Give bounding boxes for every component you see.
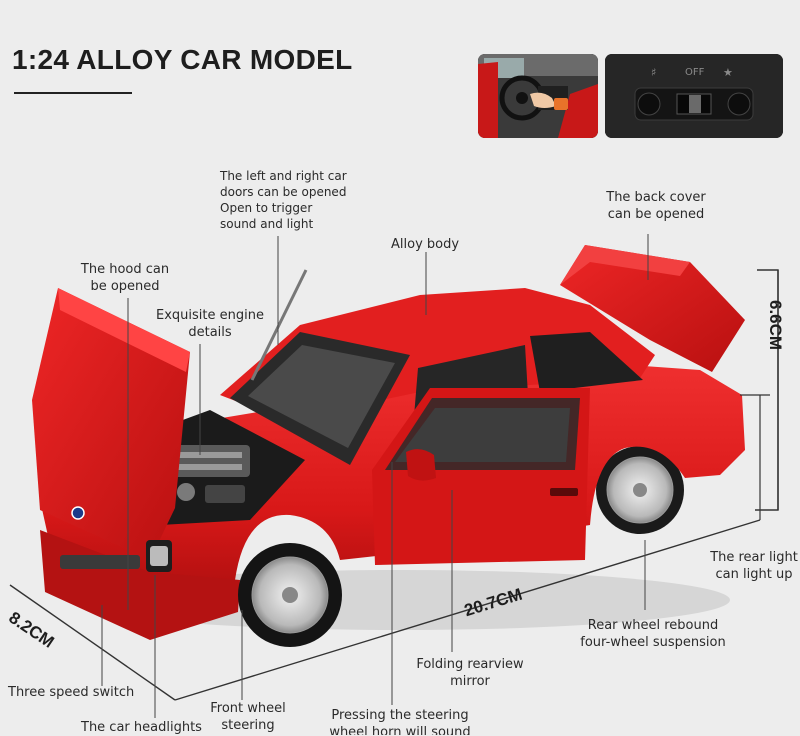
page-title: 1:24 ALLOY CAR MODEL (12, 44, 353, 75)
callout-suspension: Rear wheel rebound four-wheel suspension (580, 618, 726, 650)
svg-text:♯: ♯ (651, 66, 656, 79)
callout-steering-horn: Pressing the steering wheel horn will so… (329, 708, 471, 735)
callout-back-cover: The back cover can be opened (606, 190, 706, 222)
callout-rear-light: The rear light can light up (710, 550, 798, 582)
callout-front-wheel: Front wheel steering (210, 701, 286, 733)
switch-thumbnail: ♯ ★ OFF (605, 54, 783, 138)
callout-hood: The hood can be opened (80, 262, 170, 294)
callout-alloy-body: Alloy body (391, 237, 460, 252)
callout-mirror: Folding rearview mirror (416, 657, 524, 689)
switch-off-label: OFF (685, 67, 705, 78)
callout-headlights: The car headlights (81, 720, 202, 735)
svg-text:★: ★ (723, 66, 733, 79)
callout-engine: Exquisite engine details (156, 308, 264, 340)
interior-thumbnail (478, 54, 598, 138)
dimension-height: 6.6CM (766, 300, 785, 351)
title-underline (14, 92, 132, 94)
callout-speed-switch: Three speed switch (8, 685, 135, 700)
callout-doors: The left and right car doors can be open… (220, 169, 347, 231)
